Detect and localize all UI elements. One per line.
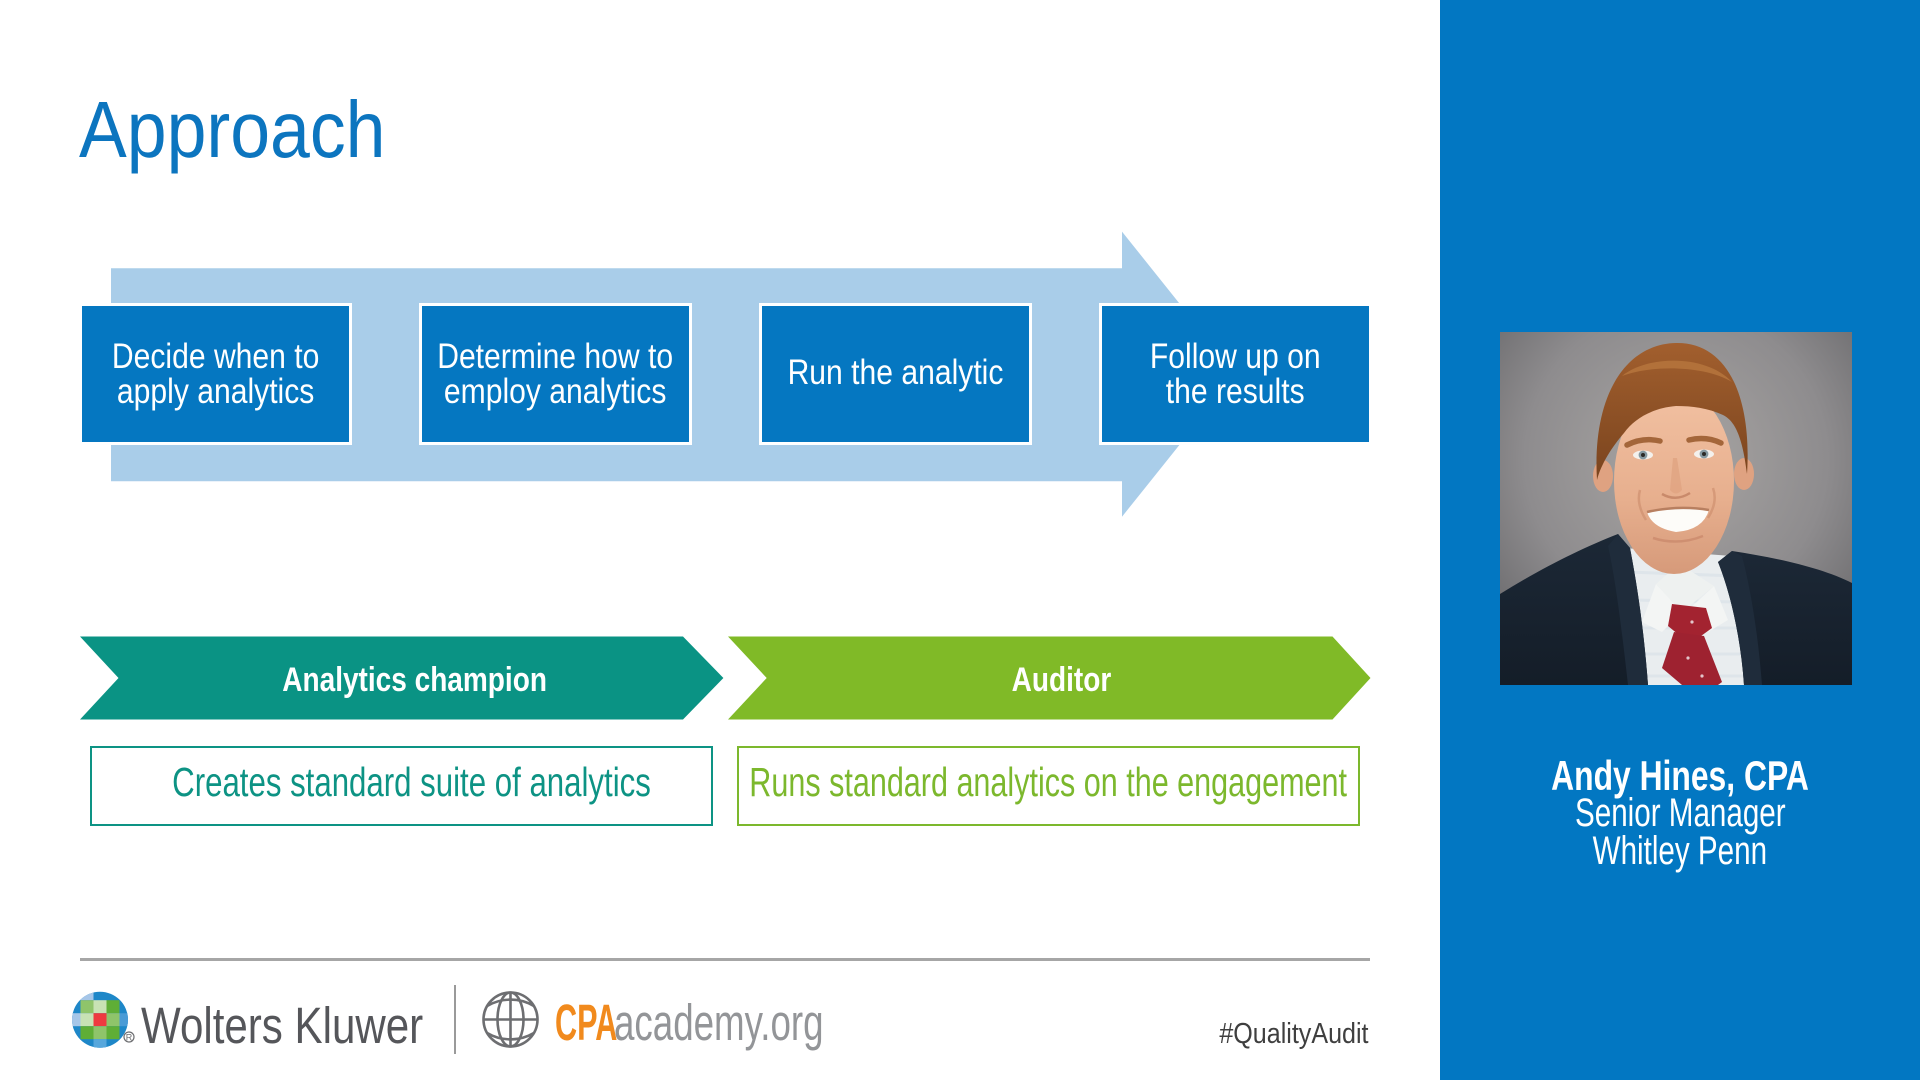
svg-text:R: R [126,1032,133,1042]
